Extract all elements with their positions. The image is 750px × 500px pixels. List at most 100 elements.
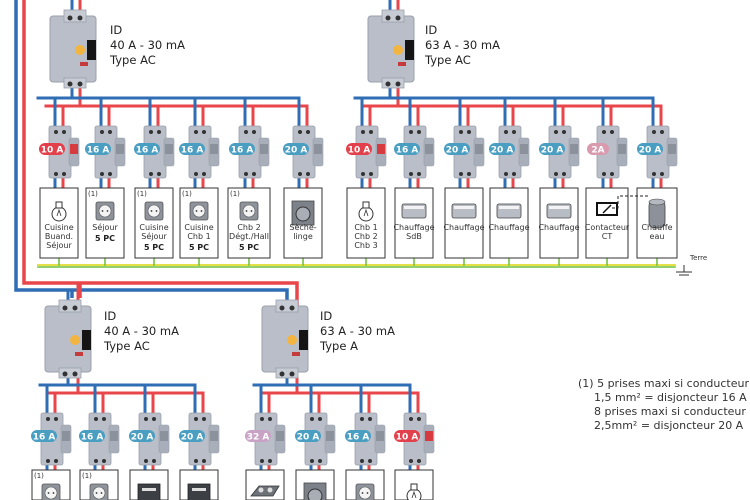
earth-bus [37,257,692,276]
terminal-screw [554,130,558,134]
terminal-screw [77,81,83,87]
rcd-type: Type AC [424,53,471,67]
socket-icon-hole [200,210,203,212]
load-4-4 [394,469,434,500]
load-3-4 [179,469,219,500]
rcd-rating: 63 A - 30 mA [320,324,395,338]
load-label: Sèche- [289,222,316,232]
socket-icon-hole [100,492,103,494]
oven-icon-panel [192,488,206,491]
terminal-screw [252,172,256,176]
breaker-lever [326,431,334,441]
terminal-screw [602,172,606,176]
breaker-lever [520,144,528,154]
load-label: Dégt./Hall [229,231,269,241]
breaker-lever [668,144,676,154]
terminal-screw [102,417,106,421]
terminal-screw [409,172,413,176]
bulb-icon-base [55,201,63,209]
rcd-type: Type AC [103,339,150,353]
oven-icon [187,483,211,500]
load-4-2 [295,469,335,500]
rating-badge [637,143,663,155]
load-label: Chb 3 [354,241,377,250]
load-label: Cuisine [184,223,213,232]
terminal-screw [409,459,413,463]
terminal-screw [298,172,302,176]
rcd-bottom-terminals [58,367,82,379]
socket-icon-face [242,204,256,218]
terminal-screw [149,130,153,134]
load-box [444,187,484,259]
rating-badge [346,143,372,155]
breaker-lever [160,431,168,441]
terminal-screw [202,172,206,176]
rcd-breaker-3 [44,299,92,379]
rcd-id-label: ID [110,23,122,37]
terminal-screw [602,130,606,134]
load-box [179,187,219,259]
rating-badge [229,143,255,155]
rcd-top-terminals [381,9,405,23]
terminal-screw [504,130,508,134]
terminal-screw [660,130,664,134]
terminal-screw [310,417,314,421]
terminal-screw [46,459,50,463]
circuit-breaker-1-6: 20 A [283,125,324,179]
circuit-breaker-2-5: 20 A [539,125,580,179]
bulb-icon [406,488,422,500]
socket-icon-hole [155,210,158,212]
rcd-toggle-lever [299,330,308,350]
bulb-icon-filament [411,490,417,499]
rating-badge [85,143,111,155]
circuit-breaker-1-3: 16 A [134,125,175,179]
terminal-screw [244,130,248,134]
rcd-top-terminals [275,299,299,313]
dishwasher-icon [137,483,161,500]
load-label: Cuisine [139,223,168,232]
load-2-4: Chauffage [488,187,530,259]
rating-badge [394,143,420,155]
terminal-screw [504,172,508,176]
rating-badge-text: 16 A [33,433,56,443]
load-3-2: (1) [79,469,119,500]
terminal-screw [289,371,295,377]
rating-badge-text: 16 A [181,146,204,156]
load-box [539,187,579,259]
load-1-6: Sèche-linge [283,187,323,259]
load-label: Séjour [141,231,167,241]
circuit-breaker-2-3: 20 A [444,125,485,179]
terminal-screw [652,130,656,134]
load-label: Contacteur [585,223,630,232]
breaker-lever [475,144,483,154]
rcd-indicator [80,62,88,66]
terminal-screw [409,417,413,421]
circuit-breaker-1-1: 10 A [39,125,80,179]
load-2-3: Chauffage [443,187,485,259]
terminal-screw [467,130,471,134]
rating-badge-text: 16 A [87,146,110,156]
terminal-screw [252,130,256,134]
terminal-screw [94,459,98,463]
terminal-screw [54,172,58,176]
circuit-breaker-3-4: 20 A [179,412,220,466]
terminal-screw [77,15,83,21]
dishwasher-icon-panel [142,488,156,491]
circuit-breaker-4-4: 10 A [394,412,435,466]
rating-badge-text: 20 A [639,146,662,156]
rcd-toggle-lever [82,330,91,350]
terminal-screw [260,417,264,421]
circuit-breaker-4-3: 16 A [345,412,386,466]
terminal-screw [268,459,272,463]
rcd-rating: 63 A - 30 mA [425,38,500,52]
circuit-breaker-2-6: 2A [587,125,628,179]
terminal-screw [149,172,153,176]
terminal-screw [46,417,50,421]
load-label: CT [602,232,613,241]
footnote: (1) 5 prises maxi si conducteur 1,5 mm² … [578,377,749,432]
terminal-screw [361,172,365,176]
